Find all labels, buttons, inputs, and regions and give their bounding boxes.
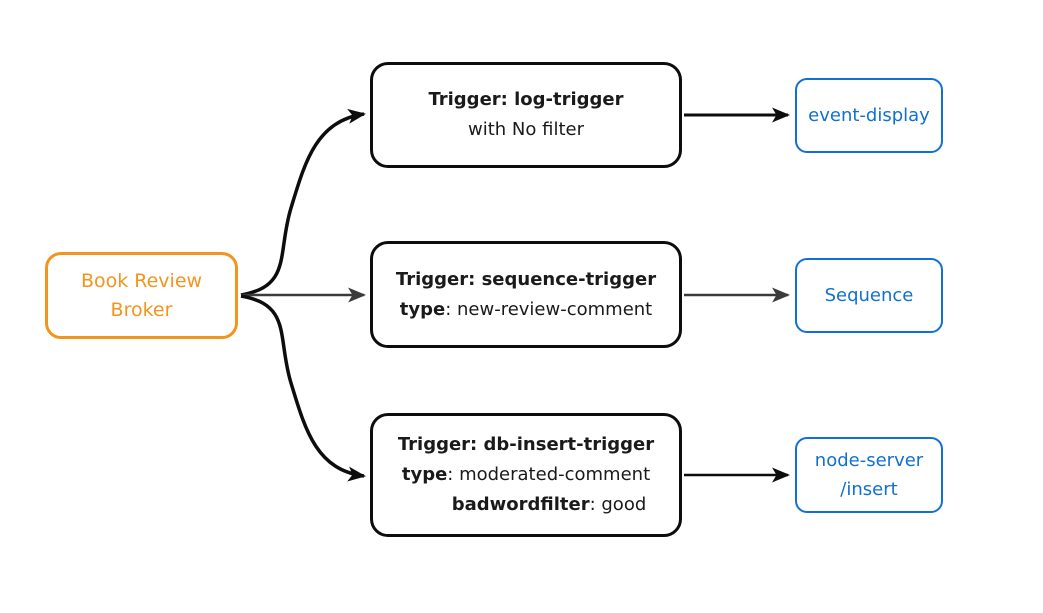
trigger-title: Trigger: db-insert-trigger — [397, 434, 655, 455]
trigger-node-sequence: Trigger: sequence-trigger type: new-revi… — [370, 241, 682, 348]
trigger-line: type: moderated-comment — [402, 460, 650, 490]
trigger-title: Trigger: sequence-trigger — [395, 268, 657, 290]
trigger-line: badwordfilter: good — [406, 490, 647, 520]
edge-broker-to-db-insert-trigger — [240, 294, 366, 482]
broker-label: Book Review Broker — [80, 269, 203, 321]
sink-label: node-server /insert — [814, 450, 924, 500]
sink-node-event-display: event-display — [795, 78, 943, 153]
edge-broker-to-log-trigger — [240, 108, 366, 297]
trigger-line: with No filter — [468, 115, 584, 145]
trigger-node-db-insert: Trigger: db-insert-trigger type: moderat… — [370, 413, 682, 537]
trigger-line-value: : good — [589, 494, 647, 515]
trigger-node-log: Trigger: log-trigger with No filter — [370, 62, 682, 168]
trigger-line-key: badwordfilter — [451, 494, 590, 515]
sink-label: Sequence — [824, 285, 914, 306]
trigger-line-value: : new-review-comment — [445, 298, 653, 320]
trigger-line-value: with No filter — [468, 119, 584, 140]
trigger-line: type: new-review-comment — [400, 295, 652, 325]
sink-node-node-server-insert: node-server /insert — [795, 437, 943, 513]
sink-node-sequence: Sequence — [795, 258, 943, 333]
trigger-line-key: type — [399, 298, 446, 320]
trigger-title: Trigger: log-trigger — [428, 89, 624, 110]
broker-node: Book Review Broker — [45, 252, 238, 339]
sink-label: event-display — [808, 105, 930, 126]
trigger-line-value: : moderated-comment — [447, 464, 651, 485]
trigger-line-key: type — [401, 464, 448, 485]
